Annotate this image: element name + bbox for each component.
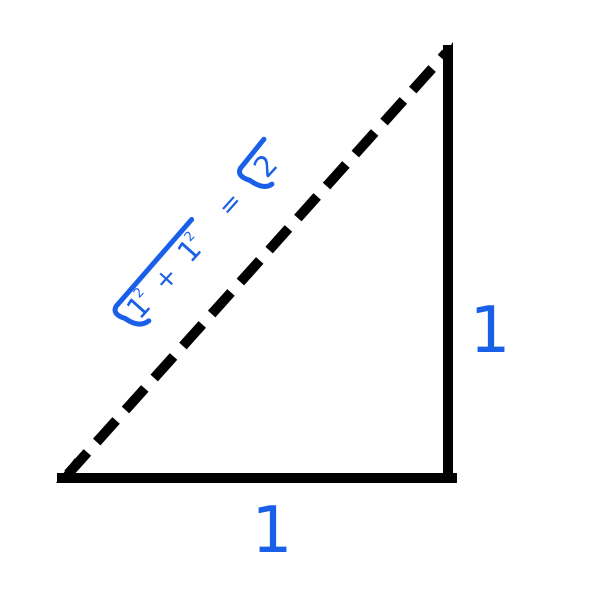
hypotenuse-dashed	[64, 49, 450, 478]
radical-hook-left	[122, 316, 152, 327]
equals-sign: =	[212, 187, 249, 223]
base-label: 1	[252, 494, 293, 568]
radical-sign-left	[112, 216, 195, 322]
height-label: 1	[470, 294, 511, 368]
radical-sign-right	[237, 136, 267, 183]
hypotenuse-formula: 1 2 + 1 2 = 2	[112, 136, 284, 327]
radical-hook-right	[247, 177, 275, 189]
